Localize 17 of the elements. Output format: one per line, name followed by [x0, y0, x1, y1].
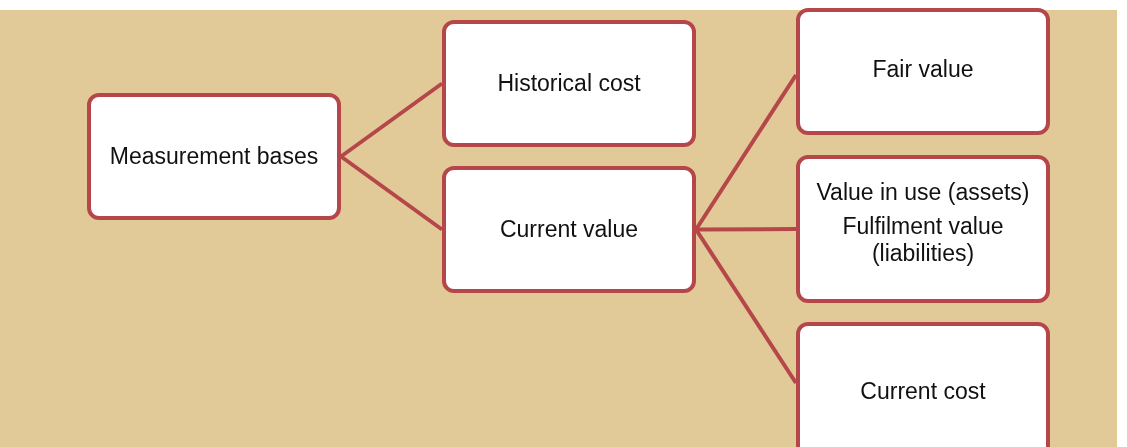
connector-line	[694, 228, 798, 385]
process-box	[796, 322, 1050, 447]
node-label: Fair value	[872, 56, 974, 84]
node-label: Historical cost	[497, 69, 641, 98]
node-label: Value in use (assets)	[816, 179, 1030, 207]
node-label: Fulfilment value (liabilities)	[841, 212, 1005, 268]
connector-line	[696, 227, 796, 232]
process-box	[87, 93, 341, 220]
process-box	[796, 155, 1050, 303]
process-box	[442, 20, 696, 147]
node-label: Current cost	[860, 378, 986, 406]
connector-line	[339, 81, 444, 159]
process-box	[442, 166, 696, 293]
process-box	[796, 8, 1050, 135]
node-label: Measurement bases	[109, 142, 319, 171]
node-label: Current value	[499, 215, 639, 244]
connector-line	[339, 154, 444, 232]
